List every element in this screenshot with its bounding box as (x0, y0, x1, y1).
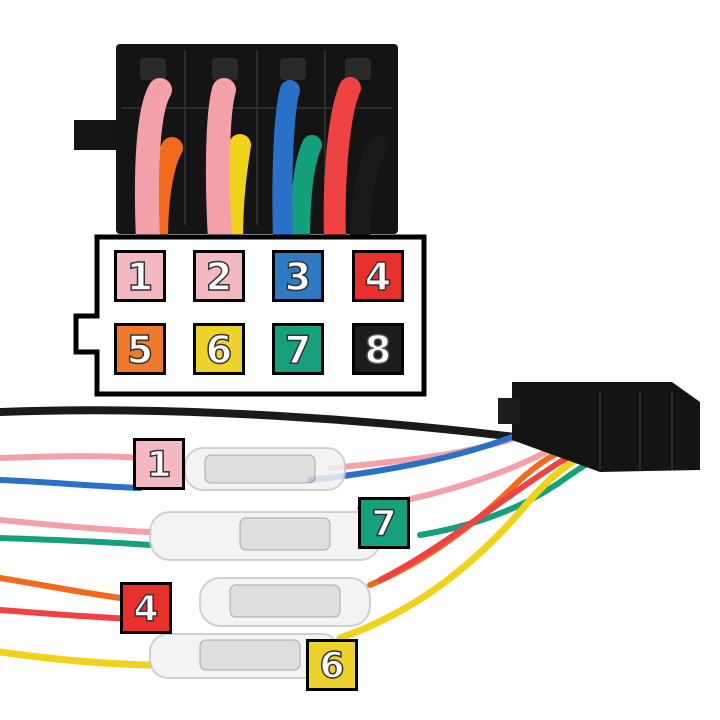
callout-6-label: 6 (319, 646, 344, 687)
pin-6-badge: 6 (193, 323, 245, 375)
callout-6: 6 (306, 639, 358, 691)
callout-4-label: 4 (133, 589, 158, 630)
top-connector-wires (134, 77, 388, 252)
pin-2-swatch (196, 253, 242, 299)
callout-1-label: 1 (146, 445, 171, 486)
pin-3-badge: 3 (272, 250, 324, 302)
pin-5-swatch (117, 326, 163, 372)
pin-3-label: 3 (285, 255, 311, 299)
pin-6-label: 6 (206, 328, 232, 372)
pin-2-badge: 2 (193, 250, 245, 302)
pin-8-swatch (355, 326, 401, 372)
callout-4: 4 (120, 582, 172, 634)
pin-2-label: 2 (206, 255, 232, 299)
pin-7-swatch (275, 326, 321, 372)
pin-1-label: 1 (127, 255, 153, 299)
pin-5-badge: 5 (114, 323, 166, 375)
pin-8-label: 8 (365, 328, 391, 372)
pin-7-badge: 7 (272, 323, 324, 375)
callout-1-swatch (136, 441, 182, 487)
crimp-sleeves (149, 447, 381, 679)
pin-1-badge: 1 (114, 250, 166, 302)
pin-5-label: 5 (127, 328, 153, 372)
bottom-connector (498, 382, 700, 472)
callout-6-swatch (309, 642, 355, 688)
pin-4-swatch (355, 253, 401, 299)
callout-7: 7 (358, 497, 410, 549)
pin-1-swatch (117, 253, 163, 299)
pin-8-badge: 8 (352, 323, 404, 375)
pin-4-badge: 4 (352, 250, 404, 302)
callout-1: 1 (133, 438, 185, 490)
pin-7-label: 7 (285, 328, 311, 372)
pinout-diagram: 1 2 3 4 5 6 7 (73, 234, 427, 397)
pin-4-label: 4 (365, 255, 391, 299)
callout-7-label: 7 (371, 504, 396, 545)
callout-7-swatch (361, 500, 407, 546)
pin-6-swatch (196, 326, 242, 372)
pin-3-swatch (275, 253, 321, 299)
callout-4-swatch (123, 585, 169, 631)
